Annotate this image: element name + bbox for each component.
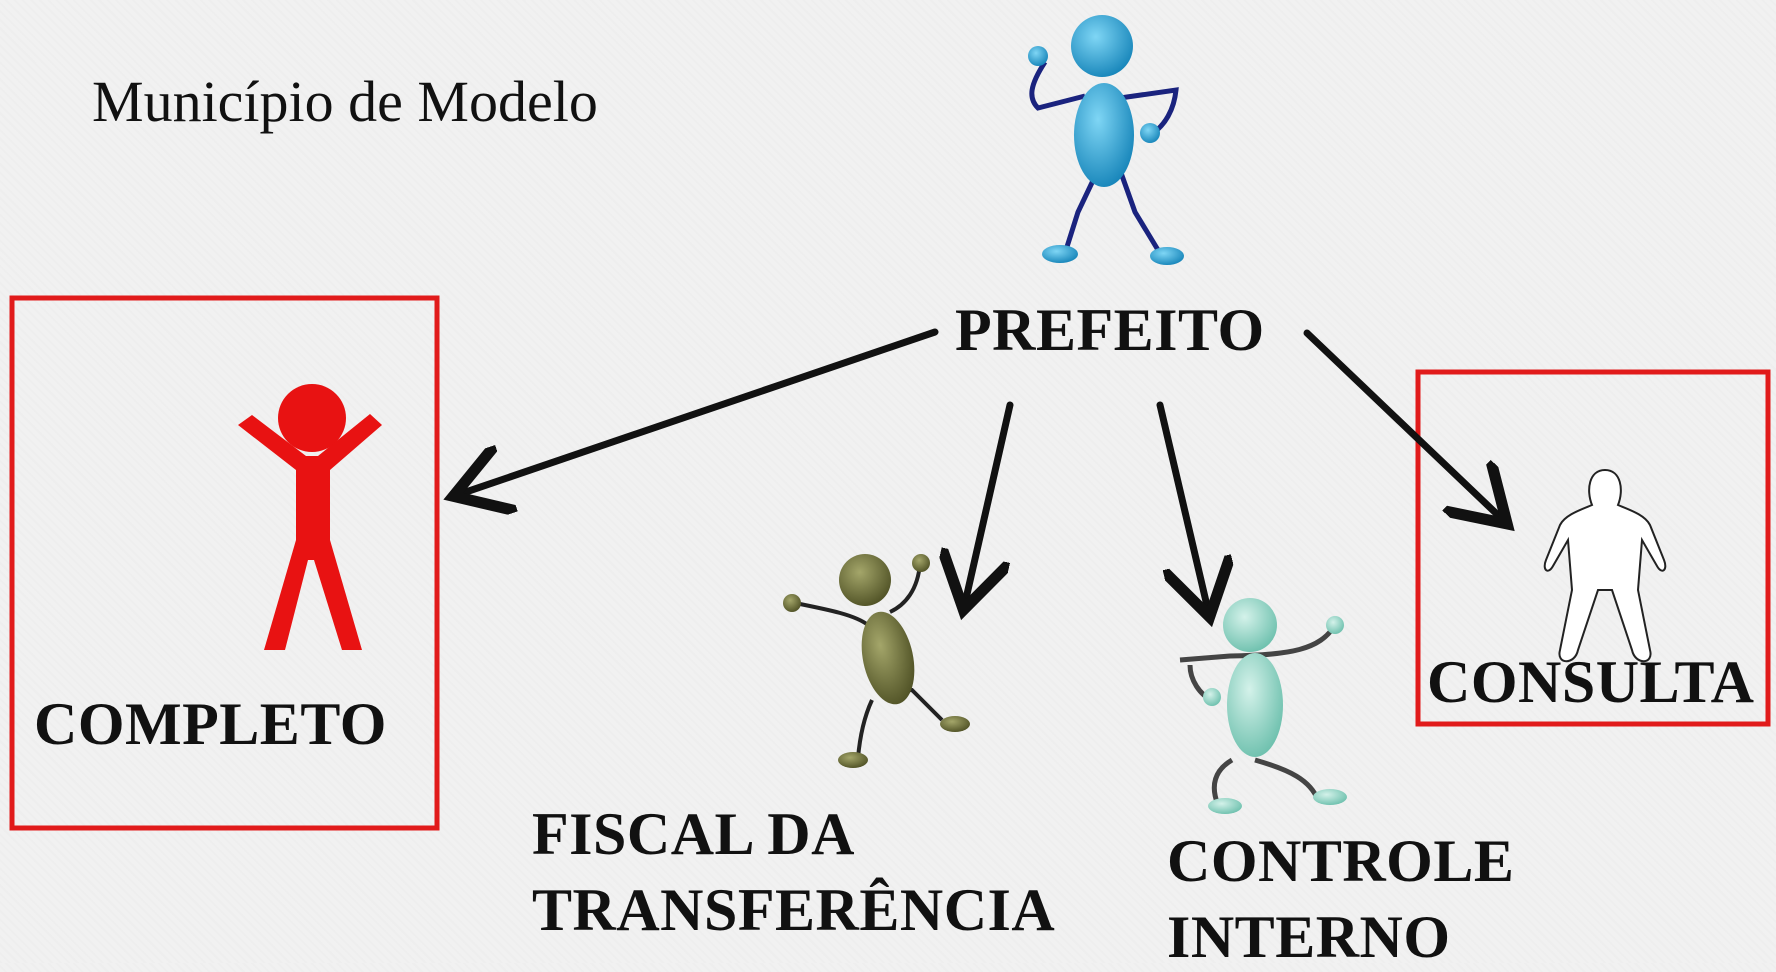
arrow-to-completo xyxy=(460,328,939,494)
prefeito-label: PREFEITO xyxy=(955,297,1265,363)
arrow-to-fiscal xyxy=(965,401,1014,603)
fiscal-label-line2: TRANSFERÊNCIA xyxy=(532,877,1056,943)
fiscal-label-line1: FISCAL DA xyxy=(532,801,855,867)
consulta-figure-icon xyxy=(1543,468,1667,663)
completo-label: COMPLETO xyxy=(34,691,387,757)
arrows xyxy=(460,328,1502,610)
controle-figure-icon xyxy=(1179,598,1347,814)
completo-figure-icon xyxy=(238,384,382,650)
controle-label-line1: CONTROLE xyxy=(1167,828,1515,894)
fiscal-figure-icon xyxy=(783,554,970,768)
consulta-label: CONSULTA xyxy=(1427,649,1755,715)
completo-highlight-box xyxy=(9,295,440,831)
consulta-highlight-box xyxy=(1415,369,1771,727)
subtitle: Município de Modelo xyxy=(92,69,598,134)
arrow-to-controle xyxy=(1156,401,1208,610)
prefeito-figure-icon xyxy=(1028,15,1184,265)
arrow-to-consulta xyxy=(1303,329,1502,519)
controle-label-line2: INTERNO xyxy=(1167,904,1451,970)
